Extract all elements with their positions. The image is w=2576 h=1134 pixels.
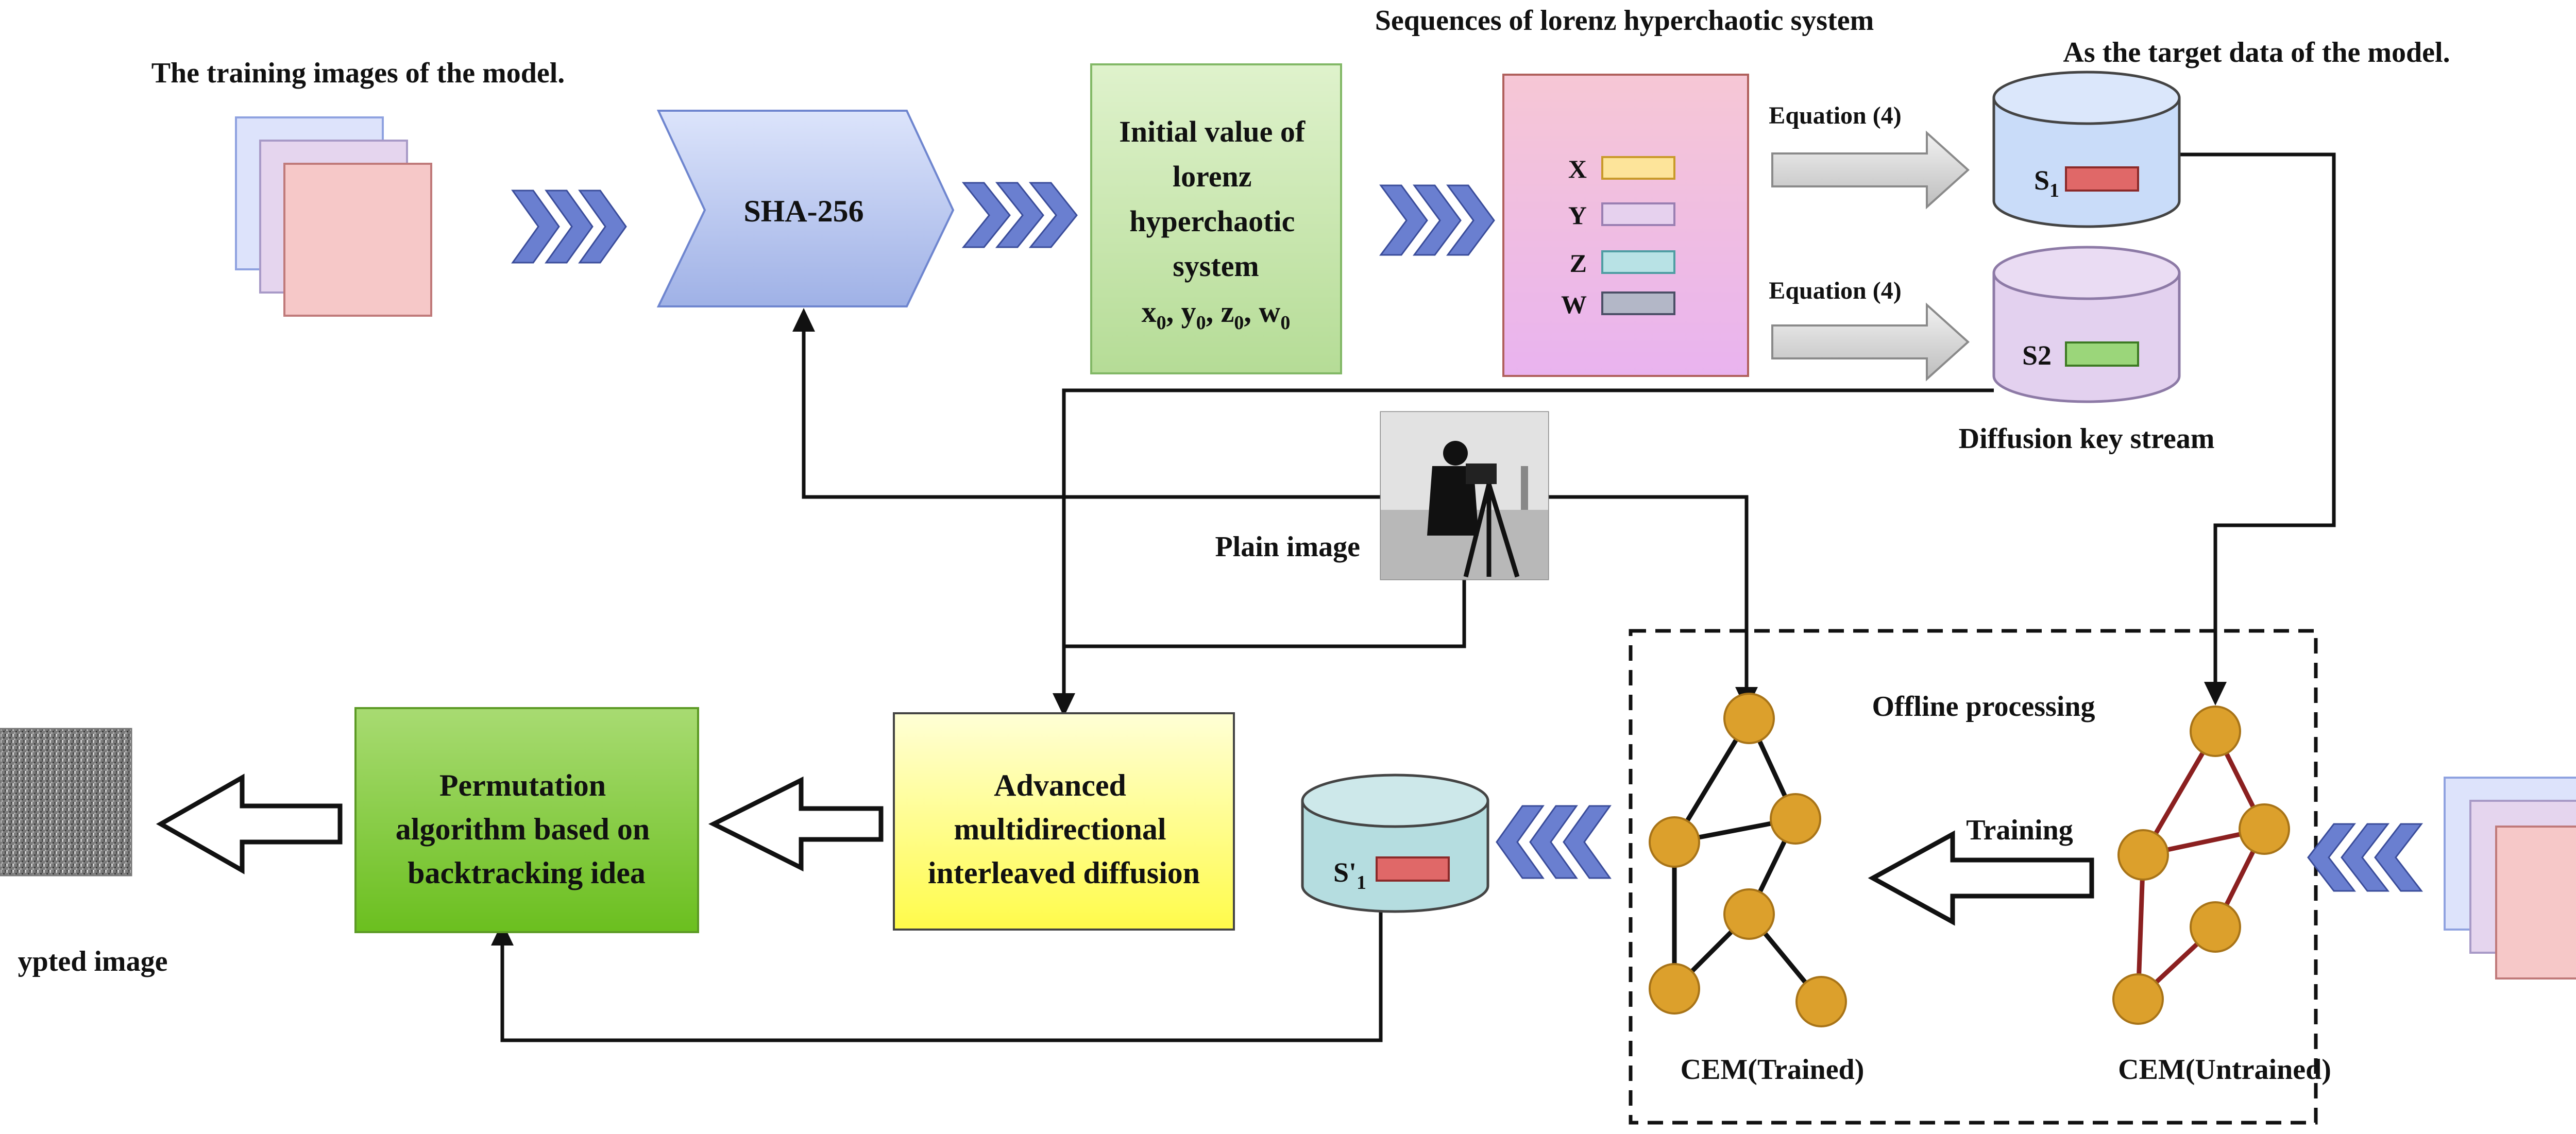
connectors: [500, 152, 2336, 1042]
seq-y-bar: [1601, 202, 1675, 226]
advanced-diffusion-block: Advanced multidirectional interleaved di…: [893, 712, 1235, 931]
advanced-line-1: Advanced: [994, 768, 1126, 802]
s2-cylinder: S2: [1992, 246, 2181, 403]
permutation-line-3: backtracking idea: [408, 856, 646, 890]
seq-y-label: Y: [1568, 201, 1587, 230]
offline-processing-box: [1629, 629, 2318, 1125]
hollow-arrow-to-encrypted: [156, 774, 343, 874]
s2-bar: [2065, 341, 2139, 367]
equation-label-2: Equation (4): [1769, 277, 1901, 304]
camera-icon: [1466, 463, 1497, 484]
node-icon: [1723, 888, 1775, 940]
connector-plain-to-advanced: [1064, 577, 1466, 648]
seq-z-label: Z: [1570, 249, 1587, 278]
hollow-arrow-training: [1868, 830, 2094, 926]
person-head-icon: [1443, 441, 1468, 466]
sha256-label: SHA-256: [743, 194, 863, 228]
equation-label-1: Equation (4): [1769, 102, 1901, 129]
training-images-stack-right: [2444, 777, 2576, 980]
seq-x-label: X: [1568, 154, 1587, 183]
equation-arrow-2: [1771, 302, 1970, 382]
permutation-block: Permutation algorithm based on backtrack…: [354, 707, 699, 933]
equation-arrow-1: [1771, 130, 1970, 210]
permutation-label: Permutation algorithm based on backtrack…: [396, 768, 657, 890]
node-icon: [1649, 816, 1700, 868]
cem-trained-label: CEM(Trained): [1681, 1054, 1865, 1086]
s1-bar: [2065, 166, 2139, 192]
sequences-title: Sequences of lorenz hyperchaotic system: [1375, 5, 1874, 37]
cem-untrained-network: [2112, 706, 2290, 1025]
node-icon: [1770, 793, 1821, 845]
seq-w-label: W: [1561, 290, 1587, 319]
sequences-block: X Y Z W: [1502, 74, 1749, 377]
connector-plain-to-cem-trained: [1548, 495, 1749, 693]
tower-icon: [1521, 466, 1528, 510]
node-icon: [2239, 803, 2290, 855]
initial-value-line-4: system: [1173, 249, 1259, 283]
node-icon: [2112, 973, 2164, 1025]
s1-prime-cylinder: S'1: [1301, 774, 1489, 913]
tripod-leg-icon: [1486, 483, 1520, 578]
connector-plain-to-sha256: [802, 324, 1391, 499]
node-icon: [2190, 706, 2241, 757]
cem-untrained-label: CEM(Untrained): [2118, 1054, 2331, 1086]
s1-prime-label: S'1: [1333, 857, 1366, 894]
advanced-diffusion-label: Advanced multidirectional interleaved di…: [928, 768, 1200, 890]
node-icon: [2190, 901, 2241, 953]
s1-prime-bar: [1376, 856, 1450, 882]
advanced-line-2: multidirectional: [954, 812, 1166, 846]
chevron-arrows-icon: [961, 182, 1078, 248]
node-icon: [2117, 829, 2169, 881]
tripod-leg-icon: [1463, 483, 1492, 578]
node-icon: [1795, 976, 1847, 1027]
initial-value-label: Initial value of lorenz hyperchaotic sys…: [1119, 115, 1312, 283]
initial-value-block: Initial value of lorenz hyperchaotic sys…: [1090, 63, 1342, 374]
initial-value-line-2: lorenz: [1173, 160, 1252, 193]
encrypted-image-label: ypted image: [18, 946, 168, 977]
permutation-line-2: algorithm based on: [396, 812, 650, 846]
seq-w-bar: [1601, 291, 1675, 315]
connector-s1-to-cem-untrained: [2177, 152, 2336, 685]
initial-value-line-3: hyperchaotic: [1129, 204, 1295, 238]
offline-processing-label: Offline processing: [1872, 691, 2095, 723]
initial-value-line-1: Initial value of: [1119, 115, 1306, 148]
plain-image-label: Plain image: [1215, 531, 1360, 563]
cem-trained-network: [1649, 693, 1847, 1027]
diffusion-key-stream-label: Diffusion key stream: [1959, 423, 2215, 455]
connector-s1prime-to-permutation: [500, 912, 1383, 1042]
chevron-arrows-icon: [1379, 184, 1495, 256]
sha256-block: SHA-256: [656, 110, 955, 307]
seq-z-bar: [1601, 250, 1675, 274]
node-icon: [1649, 963, 1700, 1015]
chevron-arrows-icon: [511, 190, 627, 264]
node-icon: [1723, 693, 1775, 744]
s1-label: S1: [2034, 165, 2059, 201]
initial-variables: x0, y0, z0, w0: [1142, 295, 1291, 334]
s2-label: S2: [2022, 340, 2052, 371]
target-data-title: As the target data of the model.: [2063, 37, 2450, 68]
chevron-arrows-left-icon: [1496, 805, 1612, 879]
encrypted-image: [0, 728, 132, 877]
training-images-stack: [235, 116, 432, 317]
training-label: Training: [1966, 814, 2073, 846]
training-images-title: The training images of the model.: [151, 57, 565, 89]
plain-image: [1380, 411, 1549, 580]
permutation-line-1: Permutation: [439, 768, 606, 802]
seq-x-bar: [1601, 156, 1675, 180]
chevron-arrows-left-icon: [2307, 823, 2424, 892]
advanced-line-3: interleaved diffusion: [928, 856, 1200, 890]
hollow-arrow-to-permutation: [708, 776, 884, 872]
connector-s2-to-advanced-diffusion: [1062, 388, 1994, 700]
s1-cylinder: S1: [1992, 71, 2181, 228]
